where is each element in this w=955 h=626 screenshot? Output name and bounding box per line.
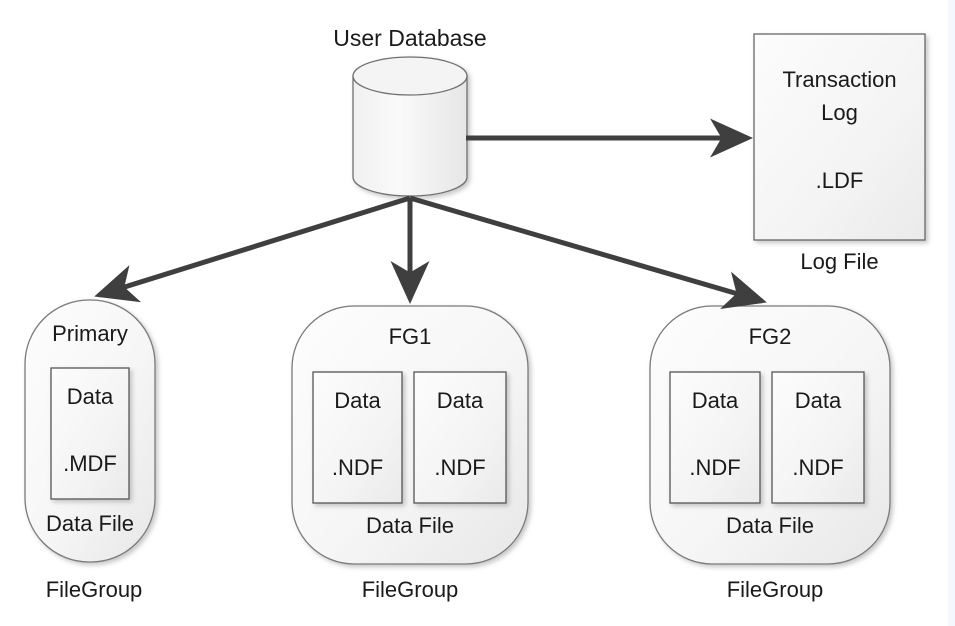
fg1-file-1-extension: .NDF	[434, 455, 486, 480]
filegroup-primary-inner-label: Data File	[45, 511, 135, 536]
connector-db-to-fg2	[409, 195, 767, 310]
filegroup-fg2-caption: FileGroup	[726, 577, 824, 602]
filegroup-fg2-inner-label: Data File	[725, 513, 815, 538]
fg2-file-1-label: Data	[794, 388, 842, 413]
primary-file-0-label: Data	[66, 384, 114, 409]
filegroup-fg1-inner-label: Data File	[365, 513, 455, 538]
fg1-file-0-extension: .NDF	[331, 455, 384, 480]
fg2-file-0-extension: .NDF	[689, 455, 741, 480]
user-database-cylinder-shape[interactable]	[352, 56, 468, 197]
right-edge-strip	[948, 0, 955, 626]
log-file-caption: Log File	[800, 249, 879, 274]
fg2-file-0-label: Data	[691, 388, 739, 413]
fg1-file-1-label: Data	[436, 388, 484, 413]
transaction-log-line1: Transaction	[782, 67, 897, 92]
filegroup-fg2-title: FG2	[748, 324, 792, 349]
filegroup-fg2-shape[interactable]	[649, 305, 891, 565]
primary-file-0-extension: .MDF	[63, 451, 117, 476]
transaction-log-extension: .LDF	[815, 168, 864, 193]
page-title: User Database	[333, 25, 487, 51]
fg1-file-0-label: Data	[334, 388, 381, 413]
connector-db-to-primary	[94, 195, 411, 303]
filegroup-fg1-title: FG1	[388, 324, 432, 349]
filegroup-fg1-shape[interactable]	[291, 305, 529, 565]
filegroup-fg1-caption: FileGroup	[361, 577, 459, 602]
filegroup-primary-shape[interactable]	[24, 299, 156, 563]
filegroup-primary-title: Primary	[52, 321, 128, 346]
fg2-file-1-extension: .NDF	[792, 455, 844, 480]
transaction-log-shape[interactable]	[753, 33, 926, 241]
filegroup-primary-caption: FileGroup	[45, 577, 143, 602]
transaction-log-line2: Log	[821, 100, 858, 125]
